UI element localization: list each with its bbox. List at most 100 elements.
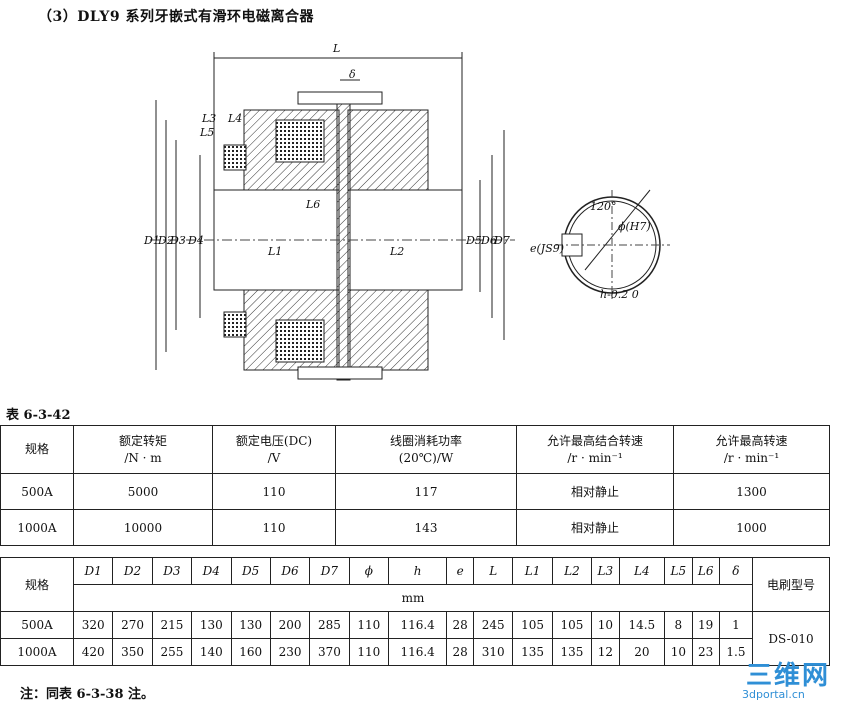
cell: 105 <box>512 611 553 639</box>
table-row: 1000A 420 350 255 140 160 230 370 110 11… <box>0 638 830 666</box>
svg-text:L2: L2 <box>389 245 404 258</box>
svg-text:ϕ(H7): ϕ(H7) <box>618 220 651 233</box>
header-voltage: 额定电压(DC) /V <box>212 425 336 474</box>
table-row: 500A 320 270 215 130 130 200 285 110 116… <box>0 611 830 666</box>
col-D5: D5 <box>230 557 271 585</box>
cell: 350 <box>112 638 153 666</box>
cell: 28 <box>446 611 475 639</box>
section-heading: （3）DLY9 系列牙嵌式有滑环电磁离合器 <box>38 9 314 25</box>
header-spec: 规格 <box>0 425 74 474</box>
ratings-table: 规格 额定转矩 /N · m 额定电压(DC) /V 线圈消耗功率 (20℃)/… <box>0 425 830 546</box>
cell: 110 <box>348 611 390 639</box>
cell: 420 <box>72 638 114 666</box>
col-phi: ϕ <box>348 557 390 585</box>
col-delta: δ <box>718 557 754 585</box>
svg-text:D2: D2 <box>157 234 174 247</box>
clutch-drawing: L δ L3 L4 L5 L6 L1 L2 D1 D2 D3 D4 D5 D6 … <box>143 42 670 381</box>
cell: 10000 <box>73 509 213 546</box>
svg-text:D3: D3 <box>169 234 186 247</box>
col-L6: L6 <box>691 557 720 585</box>
drawing-labels: L δ L3 L4 L5 L6 L1 L2 D1 D2 D3 D4 D5 D6 … <box>143 42 651 301</box>
keyway-section <box>555 189 670 300</box>
cell: 1 <box>718 611 754 639</box>
watermark-logo: 三维网 <box>746 661 831 691</box>
cell: 1000A <box>0 638 74 666</box>
svg-text:L1: L1 <box>267 245 282 258</box>
cell: 200 <box>269 611 311 639</box>
header-torque: 额定转矩 /N · m <box>73 425 213 474</box>
cell: 110 <box>212 473 336 510</box>
svg-text:e(JS9): e(JS9) <box>530 242 564 255</box>
svg-text:L6: L6 <box>305 198 320 211</box>
header-engage-speed: 允许最高结合转速 /r · min⁻¹ <box>516 425 674 474</box>
col-L2: L2 <box>551 557 593 585</box>
cell: 10 <box>664 638 693 666</box>
col-h: h <box>387 557 448 585</box>
svg-text:D6: D6 <box>480 234 497 247</box>
svg-text:L5: L5 <box>199 126 214 139</box>
cell: 1000A <box>0 509 74 546</box>
dimensions-table: 规格 D1 D2 D3 D4 D5 D6 D7 ϕ h e L L1 L2 L3… <box>0 557 830 666</box>
svg-text:L3: L3 <box>201 112 216 125</box>
cell: 245 <box>473 611 514 639</box>
cell: 14.5 <box>618 611 666 639</box>
cell: 8 <box>664 611 693 639</box>
svg-text:δ: δ <box>349 68 356 81</box>
watermark-url: 3dportal.cn <box>742 688 805 701</box>
cell: 相对静止 <box>516 509 674 546</box>
cell: 1.5 <box>718 638 754 666</box>
cell: 105 <box>551 611 593 639</box>
cell: 1000 <box>673 509 830 546</box>
cell: 10 <box>591 611 620 639</box>
cell: 135 <box>551 638 593 666</box>
unit-row: mm <box>1 584 830 612</box>
col-e: e <box>446 557 475 585</box>
col-L5: L5 <box>664 557 693 585</box>
table-title: 表 6-3-42 <box>6 408 71 423</box>
cell: 130 <box>230 611 271 639</box>
cell: 23 <box>691 638 720 666</box>
unit-cell: mm <box>73 584 753 612</box>
cell: 215 <box>151 611 193 639</box>
col-D1: D1 <box>72 557 114 585</box>
cell: 相对静止 <box>516 473 674 510</box>
cell: 285 <box>309 611 350 639</box>
cell: 500A <box>0 611 74 639</box>
svg-text:D7: D7 <box>493 234 510 247</box>
svg-text:120°: 120° <box>590 200 617 213</box>
cell: 320 <box>72 611 114 639</box>
table-row: 1000A 10000 110 143 相对静止 1000 <box>0 509 830 546</box>
cell: 116.4 <box>387 638 448 666</box>
col-D4: D4 <box>191 557 232 585</box>
svg-text:h-0.2 0: h-0.2 0 <box>600 288 639 301</box>
cell: 500A <box>0 473 74 510</box>
svg-text:L4: L4 <box>227 112 242 125</box>
cell: 117 <box>335 473 517 510</box>
col-L: L <box>473 557 514 585</box>
svg-text:D1: D1 <box>143 234 160 247</box>
svg-text:D5: D5 <box>465 234 482 247</box>
cell: 110 <box>348 638 390 666</box>
cell: 140 <box>191 638 232 666</box>
header-power: 线圈消耗功率 (20℃)/W <box>335 425 517 474</box>
cell: 116.4 <box>387 611 448 639</box>
cell: 230 <box>269 638 311 666</box>
cell: 270 <box>112 611 153 639</box>
cell: 255 <box>151 638 193 666</box>
cell: 19 <box>691 611 720 639</box>
col-D6: D6 <box>269 557 311 585</box>
cell: 5000 <box>73 473 213 510</box>
cell: 130 <box>191 611 232 639</box>
clutch-body <box>150 91 515 381</box>
col-D3: D3 <box>151 557 193 585</box>
header-brush: 电刷型号 <box>752 557 830 612</box>
cell: 160 <box>230 638 271 666</box>
table-row: 500A 5000 110 117 相对静止 1300 <box>0 473 830 510</box>
cell: 1300 <box>673 473 830 510</box>
svg-text:L: L <box>332 42 340 55</box>
cell: 143 <box>335 509 517 546</box>
cell: 28 <box>446 638 475 666</box>
col-L1: L1 <box>512 557 553 585</box>
cell: 310 <box>473 638 514 666</box>
cell: 370 <box>309 638 350 666</box>
